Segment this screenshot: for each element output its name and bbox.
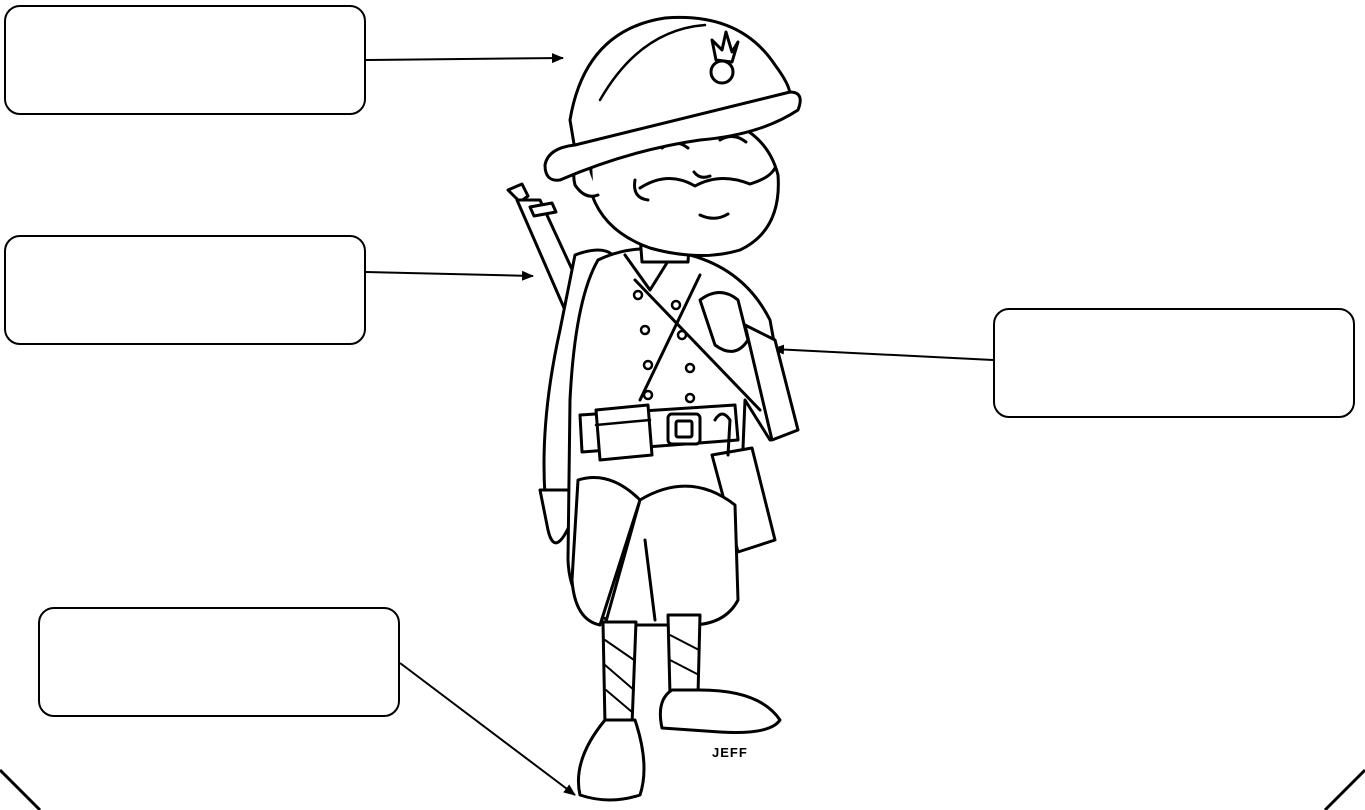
ammo-pouch xyxy=(596,405,652,460)
arrow-helmet xyxy=(366,58,563,60)
page-border-right-arc xyxy=(1325,770,1365,810)
trousers xyxy=(572,478,738,626)
right-boot xyxy=(660,690,780,733)
artist-signature: JEFF xyxy=(712,745,748,760)
arrow-rifle xyxy=(366,272,533,276)
label-box-helmet[interactable] xyxy=(4,5,366,115)
label-box-sleeve[interactable] xyxy=(993,308,1355,418)
arrow-sleeve xyxy=(773,349,993,360)
label-box-rifle[interactable] xyxy=(4,235,366,345)
page-border-left-arc xyxy=(0,770,40,810)
arrow-boots xyxy=(400,663,575,795)
label-box-boots[interactable] xyxy=(38,607,400,717)
left-boot xyxy=(578,720,644,800)
